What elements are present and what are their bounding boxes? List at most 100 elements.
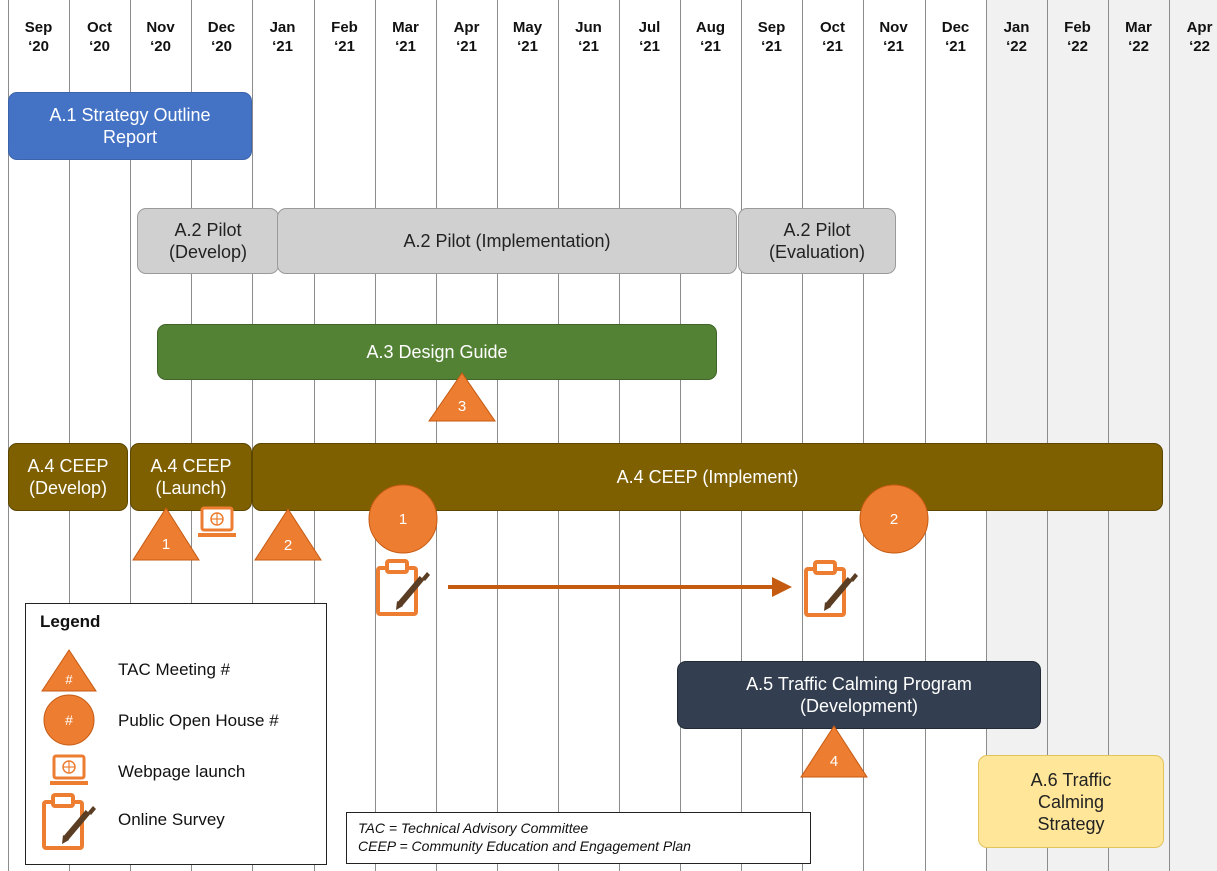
year-label: ‘22: [1067, 38, 1088, 55]
year-label: ‘20: [211, 38, 232, 55]
month-label: Nov: [879, 19, 908, 36]
task-a4-implement-label: A.4 CEEP (Implement): [616, 467, 799, 487]
task-a1-strategy-outline-report: A.1 Strategy Outline Report: [8, 92, 252, 160]
month-column: [69, 0, 130, 871]
tac-meeting-4-number: 4: [829, 753, 839, 770]
task-a4-launch-label: A.4 CEEP (Launch): [150, 456, 232, 498]
legend-symbols: [26, 649, 326, 864]
legend-box: Legend # # TAC Meeting # Public Open Hou…: [25, 603, 327, 865]
legend-laptop-icon: [48, 754, 90, 787]
task-a6-label: A.6 Traffic Calming Strategy: [1030, 769, 1112, 834]
month-column: [8, 0, 69, 871]
month-header: Feb ‘21: [314, 18, 375, 56]
month-header: Dec‘21: [925, 18, 986, 56]
year-label: ‘20: [150, 38, 171, 55]
legend-circle-icon: [43, 694, 95, 746]
month-header: Jul‘21: [619, 18, 680, 56]
open-house-1-number: 1: [398, 511, 408, 528]
month-header: Mar ‘22: [1108, 18, 1169, 56]
month-column: [252, 0, 313, 871]
month-column: [680, 0, 741, 871]
task-a2-pilot-evaluation: A.2 Pilot (Evaluation): [738, 208, 896, 274]
month-label: Jun: [575, 19, 602, 36]
month-label: Dec: [207, 19, 236, 36]
legend-title: Legend: [40, 612, 101, 631]
month-column: [130, 0, 191, 871]
month-label: Feb: [331, 19, 358, 36]
year-label: ‘21: [883, 38, 904, 55]
abbreviation-note: TAC = Technical Advisory Committee CEEP …: [346, 812, 811, 864]
month-header: Mar‘21: [375, 18, 436, 56]
legend-webpage-label: Webpage launch: [118, 762, 246, 781]
month-header: Nov ‘21: [863, 18, 924, 56]
tac-meeting-1-marker: [132, 507, 200, 561]
month-column: [1047, 0, 1108, 871]
month-header: Sep ‘21: [741, 18, 802, 56]
month-column: [863, 0, 924, 871]
month-header: Apr ‘22: [1169, 18, 1217, 56]
webpage-launch-icon: [196, 506, 238, 539]
survey-arrow-head-icon: [772, 577, 792, 597]
month-label: Oct: [86, 19, 112, 36]
month-label: Feb: [1064, 19, 1091, 36]
month-column: [925, 0, 986, 871]
note-tac: TAC = Technical Advisory Committee: [358, 820, 589, 836]
month-label: Apr: [1186, 19, 1213, 36]
month-column: [436, 0, 497, 871]
year-label: ‘22: [1189, 38, 1210, 55]
task-a5-traffic-calming-program: A.5 Traffic Calming Program (Development…: [677, 661, 1041, 729]
note-ceep: CEEP = Community Education and Engagemen…: [358, 838, 691, 854]
year-label: ‘21: [456, 38, 477, 55]
month-header: Apr‘21: [436, 18, 497, 56]
task-a3-label: A.3 Design Guide: [366, 342, 508, 362]
open-house-2-marker: [859, 484, 929, 554]
month-label: Jan: [1003, 19, 1030, 36]
month-column: [1108, 0, 1169, 871]
month-header: Jan‘22: [986, 18, 1047, 56]
month-header: Aug ‘21: [680, 18, 741, 56]
task-a2-pilot-develop: A.2 Pilot (Develop): [137, 208, 279, 274]
tac-meeting-3-number: 3: [457, 398, 467, 415]
month-label: Mar: [1125, 19, 1152, 36]
month-label: Jul: [638, 19, 661, 36]
month-column: [558, 0, 619, 871]
legend-circle-symbol: #: [65, 712, 73, 728]
month-column: [314, 0, 375, 871]
year-label: ‘21: [945, 38, 966, 55]
tac-meeting-1-number: 1: [161, 536, 171, 553]
task-a4-ceep-launch: A.4 CEEP (Launch): [130, 443, 252, 511]
month-label: Aug: [695, 19, 726, 36]
month-header: May‘21: [497, 18, 558, 56]
month-column: [375, 0, 436, 871]
legend-triangle-symbol: #: [65, 672, 73, 687]
year-label: ‘21: [761, 38, 782, 55]
year-label: ‘21: [700, 38, 721, 55]
month-header: Jan‘21: [252, 18, 313, 56]
tac-meeting-2-number: 2: [283, 537, 293, 554]
month-column: [1169, 0, 1217, 871]
legend-clipboard-icon: [44, 795, 96, 848]
online-survey-2-icon: [806, 562, 858, 615]
task-a6-traffic-calming-strategy: A.6 Traffic Calming Strategy: [978, 755, 1164, 848]
month-label: Mar: [392, 19, 419, 36]
tac-meeting-2-marker: [254, 508, 322, 561]
month-header: Dec ‘20: [191, 18, 252, 56]
year-label: ‘22: [1128, 38, 1149, 55]
task-a1-label: A.1 Strategy Outline Report: [49, 105, 211, 147]
year-label: ‘21: [578, 38, 599, 55]
year-label: ‘21: [822, 38, 843, 55]
legend-open-house-label: Public Open House #: [118, 711, 279, 730]
task-a4-develop-label: A.4 CEEP (Develop): [27, 456, 109, 498]
month-label: Sep: [757, 19, 786, 36]
online-survey-1-icon: [378, 561, 430, 614]
month-label: Jan: [269, 19, 296, 36]
year-label: ‘20: [89, 38, 110, 55]
open-house-2-number: 2: [889, 511, 899, 528]
month-column: [741, 0, 802, 871]
legend-survey-label: Online Survey: [118, 810, 225, 829]
month-header: Nov‘20: [130, 18, 191, 56]
month-header: Oct ‘20: [69, 18, 130, 56]
year-label: ‘21: [334, 38, 355, 55]
legend-tac-meeting-label: TAC Meeting #: [118, 660, 231, 679]
